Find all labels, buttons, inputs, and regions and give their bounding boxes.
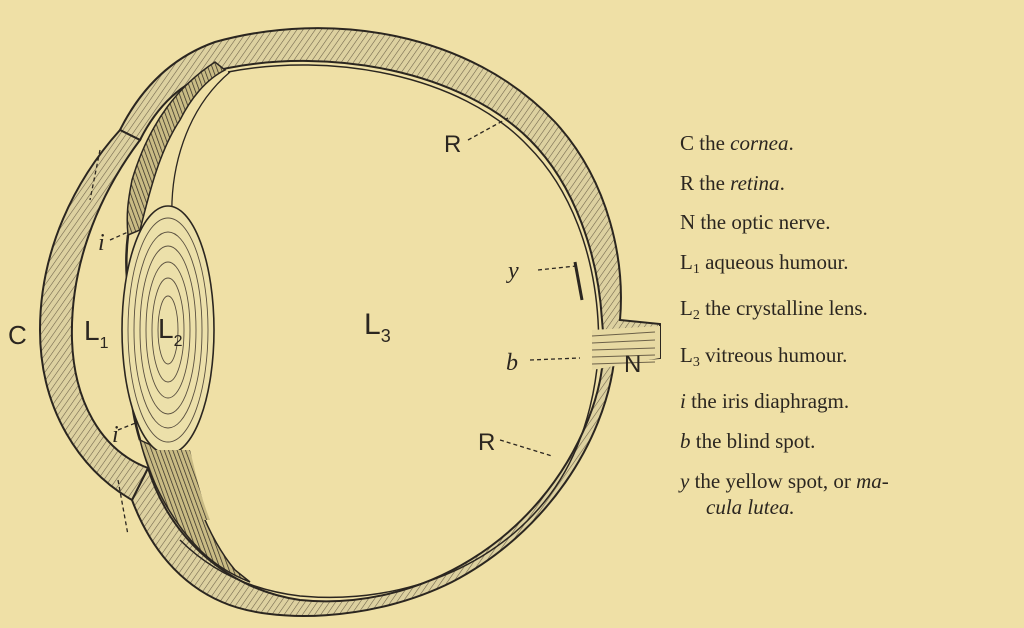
legend-item-yellow-spot: y the yellow spot, or ma-cula lutea.: [680, 461, 1016, 520]
label-y: y: [506, 258, 519, 284]
label-i-bottom: i: [112, 422, 119, 448]
label-b: b: [506, 350, 518, 376]
legend-item-blind-spot: b the blind spot.: [680, 422, 1016, 462]
label-R-bottom: R: [478, 429, 495, 456]
legend-item-cornea: C the cornea.: [680, 124, 1016, 164]
label-i-top: i: [98, 230, 105, 256]
label-L1: L1: [84, 315, 109, 352]
legend-item-optic-nerve: N the optic nerve.: [680, 203, 1016, 243]
legend-item-retina: R the retina.: [680, 164, 1016, 204]
macula-mark: [575, 262, 582, 300]
label-C: C: [8, 320, 27, 350]
label-L3: L3: [364, 308, 391, 346]
legend-item-iris: i the iris diaphragm.: [680, 382, 1016, 422]
label-N: N: [624, 351, 641, 378]
legend-item-lens: L2 the crystalline lens.: [680, 289, 1016, 336]
legend-item-aqueous: L1 aqueous humour.: [680, 243, 1016, 290]
eye-cross-section: C L1 L2 L3 R R N i i y b: [0, 0, 670, 628]
label-R-top: R: [444, 131, 461, 158]
legend-item-vitreous: L3 vitreous humour.: [680, 336, 1016, 383]
legend: C the cornea. R the retina. N the optic …: [680, 124, 1016, 520]
